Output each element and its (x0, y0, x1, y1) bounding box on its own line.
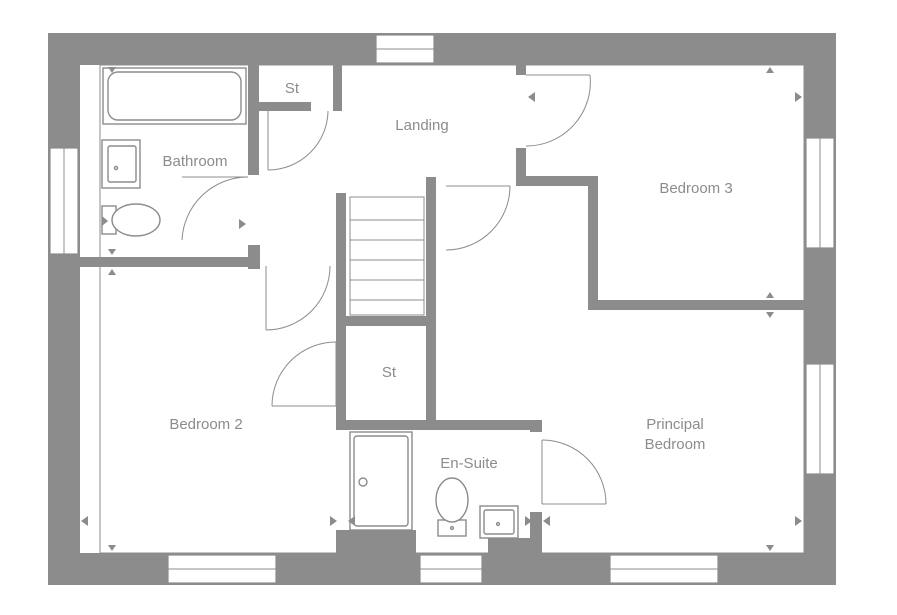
staircase (349, 196, 425, 316)
label-principal-line2: Bedroom (645, 436, 706, 453)
label-bathroom: Bathroom (162, 153, 227, 170)
toilet-ensuite (435, 477, 469, 537)
bath-tub-bathroom (102, 67, 247, 125)
windows (49, 34, 835, 584)
label-bedroom-3: Bedroom 3 (659, 180, 732, 197)
door-swings (181, 74, 607, 505)
shower-tray-ensuite (349, 431, 413, 531)
label-principal-line1: Principal (646, 416, 704, 433)
label-bedroom-2: Bedroom 2 (169, 416, 242, 433)
label-en-suite: En-Suite (440, 455, 498, 472)
dimension-arrows (81, 67, 802, 551)
label-landing: Landing (395, 117, 448, 134)
basin-bathroom (101, 139, 141, 189)
label-store-mid: St (382, 364, 397, 381)
label-store-top: St (285, 80, 300, 97)
toilet-bathroom (101, 203, 161, 237)
room-labels: Bathroom St Landing Bedroom 3 Bedroom 2 … (162, 80, 732, 472)
interior-walls (80, 65, 804, 555)
basin-ensuite (479, 505, 519, 539)
